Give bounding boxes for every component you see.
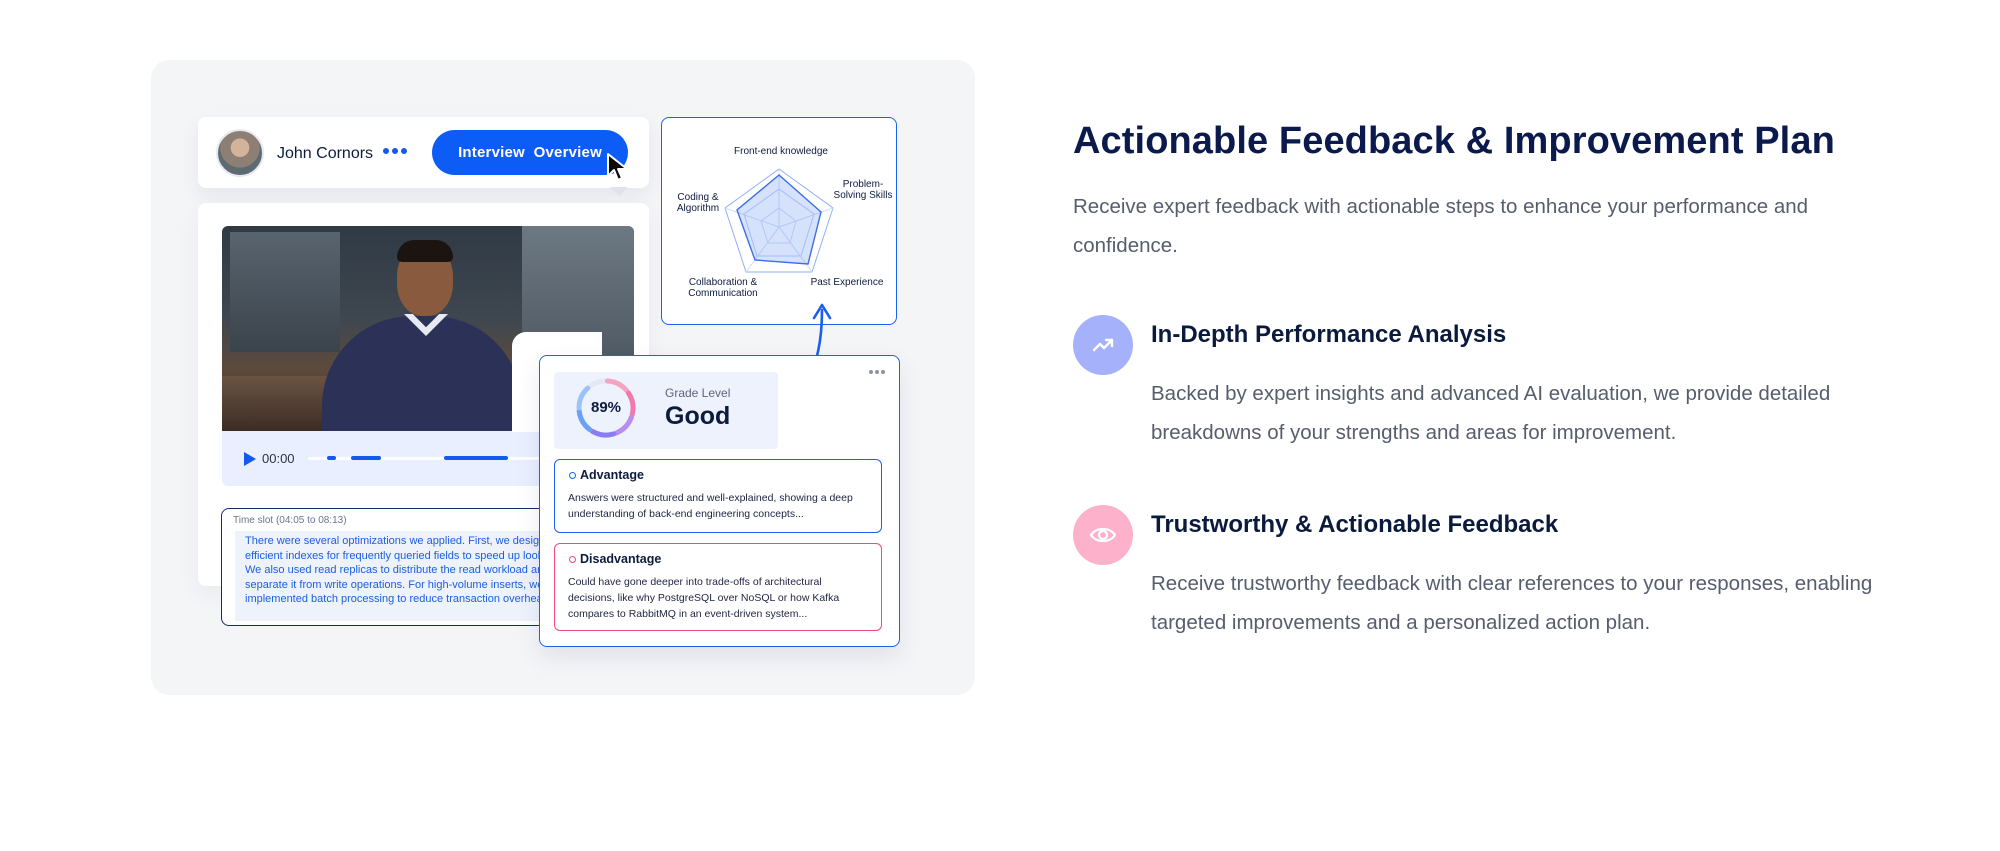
interview-overview-button[interactable]: Interview Overview [432, 130, 628, 175]
transcript-line: implemented batch processing to reduce t… [245, 593, 552, 606]
grade-ring-icon [576, 378, 636, 438]
advantage-title: Advantage [580, 468, 644, 482]
more-options-icon[interactable] [869, 370, 887, 376]
highlight-segment[interactable] [327, 456, 336, 460]
video-time: 00:00 [262, 451, 295, 466]
advantage-text: Answers were structured and well-explain… [568, 492, 853, 520]
eye-icon [1073, 505, 1133, 565]
trending-up-icon [1073, 315, 1133, 375]
advantage-card [554, 459, 882, 533]
feature-title: In-Depth Performance Analysis [1151, 321, 1507, 348]
radar-label-experience: Past Experience [810, 277, 884, 288]
radar-label-collaboration: Collaboration & Communication [688, 277, 758, 299]
highlight-segment[interactable] [444, 456, 508, 460]
grade-percent: 89% [590, 399, 622, 416]
transcript-line: We also used read replicas to distribute… [245, 564, 550, 577]
advantage-bullet-icon [569, 472, 576, 479]
grade-ring-segment [613, 414, 634, 436]
feature-description: Backed by expert insights and advanced A… [1151, 382, 1831, 444]
grade-ring-segment [625, 390, 636, 417]
mouse-cursor-icon [607, 153, 628, 181]
radar-label-coding: Coding & Algorithm [676, 192, 720, 214]
section-title: Actionable Feedback & Improvement Plan [1073, 120, 1835, 162]
transcript-line: separate it from write operations. For h… [245, 578, 544, 591]
transcript-text: There were several optimizations we appl… [235, 531, 555, 621]
grade-level-label: Grade Level [665, 386, 731, 400]
transcript-line: efficient indexes for frequently queried… [245, 549, 555, 562]
radar-label-problem-solving: Problem- Solving Skills [833, 179, 893, 201]
disadvantage-bullet-icon [569, 556, 576, 563]
grade-ring-segment [576, 385, 591, 411]
disadvantage-card [554, 543, 882, 631]
skills-radar-chart [724, 168, 834, 273]
feature-description: Receive trustworthy feedback with clear … [1151, 572, 1873, 634]
interview-video[interactable] [222, 226, 634, 431]
section-subtitle: Receive expert feedback with actionable … [1073, 195, 1809, 257]
grade-level-value: Good [665, 402, 731, 430]
disadvantage-text: Could have gone deeper into trade-offs o… [568, 576, 840, 620]
grade-ring-segment [576, 408, 593, 433]
feature-title: Trustworthy & Actionable Feedback [1151, 511, 1559, 538]
radar-label-frontend: Front-end knowledge [734, 146, 828, 157]
dropdown-caret [610, 187, 628, 196]
video-progress-track[interactable] [308, 457, 543, 460]
grade-ring-segment [589, 428, 617, 438]
radar-score-area [736, 174, 822, 265]
grade-ring-segment [604, 378, 630, 394]
more-options-icon[interactable] [383, 144, 407, 158]
transcript-time-slot: Time slot (04:05 to 08:13) [233, 515, 347, 526]
transcript-line: There were several optimizations we appl… [245, 535, 555, 547]
avatar [216, 129, 264, 177]
user-name: John Cornors [277, 145, 374, 162]
play-icon[interactable] [244, 452, 256, 466]
highlight-segment[interactable] [351, 456, 381, 460]
disadvantage-title: Disadvantage [580, 552, 662, 566]
